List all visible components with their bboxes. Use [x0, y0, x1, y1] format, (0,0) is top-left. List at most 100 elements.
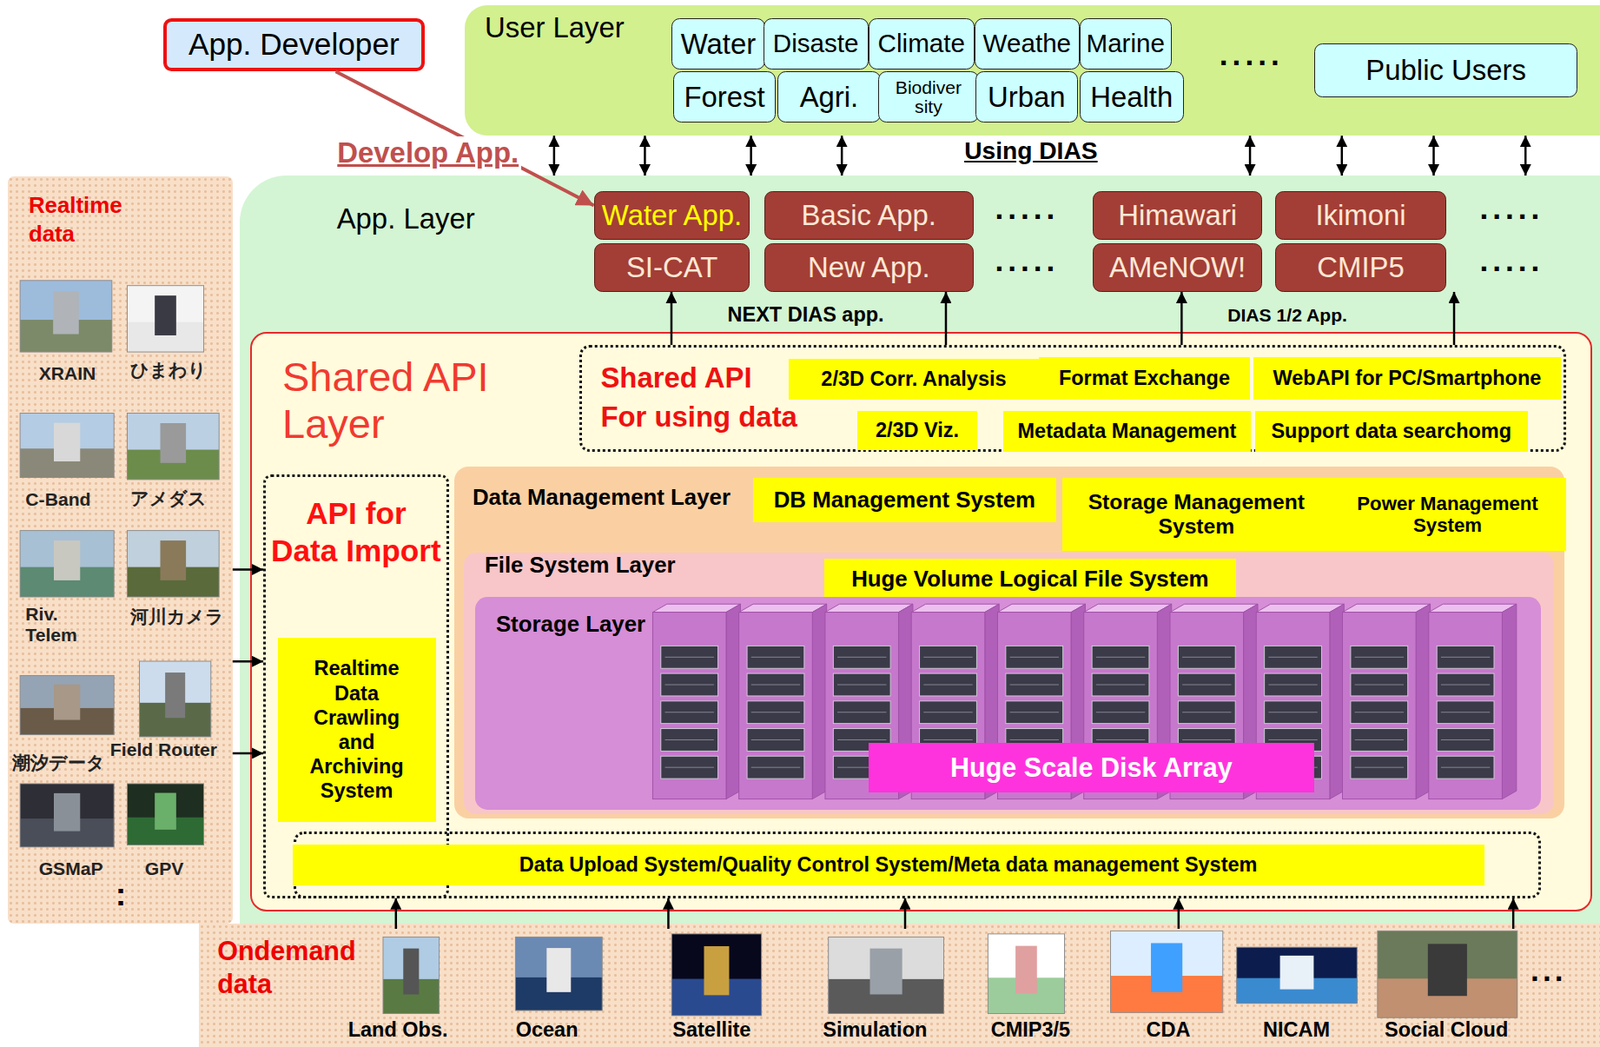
photo — [19, 280, 113, 352]
connector — [1453, 291, 1456, 345]
layer-panel: Storage LayerHuge Scale Disk Array — [475, 596, 1541, 809]
disk-unit — [1264, 700, 1323, 724]
text-holder: Satellite — [658, 1018, 766, 1042]
photo — [671, 933, 761, 1016]
source-caption: C-Band — [25, 489, 91, 510]
disk-slot — [1182, 684, 1231, 686]
node-label: Data Upload System/Quality Control Syste… — [292, 844, 1485, 886]
source-caption: XRAIN — [39, 363, 97, 384]
text-holder: Storage Layer — [495, 611, 646, 638]
node-label: CMIP3/5 — [979, 1018, 1082, 1042]
photo-frame — [19, 530, 114, 597]
disk-unit — [1264, 673, 1323, 696]
photo-ground — [19, 319, 113, 352]
source-panel: Ondemand dataLand Obs.OceanSatelliteSimu… — [198, 923, 1600, 1047]
disk-slot — [1010, 684, 1059, 686]
node-label: WebAPI for PC/Smartphone — [1273, 366, 1542, 391]
photo — [127, 413, 220, 480]
label-holder: XRAIN — [39, 363, 97, 384]
theme-box: Biodiver sity — [878, 71, 979, 123]
ellipsis: ..... — [1479, 191, 1544, 227]
disk-slot — [665, 684, 715, 686]
disk-rack — [1342, 603, 1431, 799]
photo-sky — [671, 933, 761, 1016]
node-label: Storage Management System — [1069, 489, 1325, 540]
ellipsis: ..... — [1219, 37, 1284, 73]
disk-slot — [1355, 739, 1404, 741]
node-label: File System Layer — [484, 552, 676, 579]
photo-frame — [19, 783, 114, 847]
illustration-group — [987, 933, 1065, 1014]
photo-ground — [127, 567, 220, 597]
rack-top — [1256, 603, 1345, 612]
photo-sky — [1110, 930, 1223, 1012]
api-group: Shared API For using data2/3D Corr. Anal… — [579, 344, 1567, 452]
connector — [840, 135, 844, 176]
rack-side — [1502, 603, 1517, 799]
photo-object — [1150, 942, 1183, 992]
disk-slot — [837, 656, 886, 658]
node-label: Biodiver sity — [884, 78, 972, 115]
connector — [232, 752, 264, 755]
text-holder: Shared API For using data — [600, 358, 802, 437]
group-label: DIAS 1/2 App. — [1227, 304, 1348, 326]
node-label: CMIP5 — [1316, 251, 1404, 285]
rack-front — [1428, 612, 1503, 800]
node-label: CDA — [1107, 1018, 1230, 1042]
function-box: Power Management System — [1328, 477, 1567, 552]
label-holder: 河川カメラ — [130, 606, 225, 628]
photo-frame — [515, 936, 602, 1011]
node-label: Simulation — [800, 1018, 949, 1042]
disk-slot — [1441, 766, 1490, 768]
function-box: Format Exchange — [1038, 357, 1250, 400]
app-box: Water App. — [594, 191, 751, 240]
text-holder: Data Management Layer — [472, 484, 731, 511]
disk-slot — [751, 656, 800, 658]
illustration-group — [515, 936, 602, 1011]
photo-object — [546, 947, 571, 992]
disk-unit — [1092, 700, 1151, 724]
label-holder: C-Band — [25, 489, 91, 510]
connector — [670, 291, 674, 345]
source-panel: Realtime data — [7, 176, 232, 924]
data-source: CDA — [1107, 928, 1230, 1045]
node-label: Climate — [878, 28, 966, 59]
connector — [1432, 135, 1435, 176]
photo-ground — [383, 978, 440, 1014]
text-holder: App. Layer — [337, 202, 476, 236]
disk-slot — [1441, 739, 1490, 741]
label-holder: DIAS 1/2 App. — [1227, 304, 1348, 326]
connector — [1524, 135, 1528, 176]
disk-slot — [1441, 684, 1490, 686]
node-label: Water App. — [601, 198, 742, 232]
usage-label: Using DIAS — [964, 136, 1098, 165]
photo-ground — [1377, 978, 1518, 1018]
connector — [643, 135, 647, 176]
illustration-group — [653, 603, 1517, 799]
source-caption: GSMaP — [39, 858, 104, 880]
node-label: Ocean — [489, 1018, 605, 1042]
photo — [19, 783, 114, 847]
rack-top — [825, 603, 913, 612]
disk-unit — [661, 728, 719, 752]
disk-unit — [1005, 673, 1064, 696]
layer-panel: Data Management LayerDB Management Syste… — [454, 466, 1565, 819]
disk-unit — [1350, 700, 1409, 724]
node-label: Agri. — [800, 80, 860, 114]
source-caption: Field Router — [110, 739, 218, 761]
disk-slot — [1441, 656, 1490, 658]
theme-box: Disaste — [763, 18, 869, 70]
node-label: Data Management Layer — [472, 484, 731, 511]
disk-rack — [1428, 603, 1517, 799]
photo — [19, 675, 114, 735]
photo-ground — [19, 448, 114, 477]
node-label: NICAM — [1232, 1018, 1361, 1042]
app-box: Ikimoni — [1275, 191, 1446, 240]
photo — [127, 783, 205, 845]
photo-object — [165, 672, 186, 718]
text-holder: Social Cloud — [1372, 1018, 1521, 1042]
photo-frame — [127, 783, 205, 845]
photo-sky — [127, 530, 220, 597]
node-label: Storage Layer — [495, 611, 646, 638]
disk-unit — [661, 646, 719, 669]
